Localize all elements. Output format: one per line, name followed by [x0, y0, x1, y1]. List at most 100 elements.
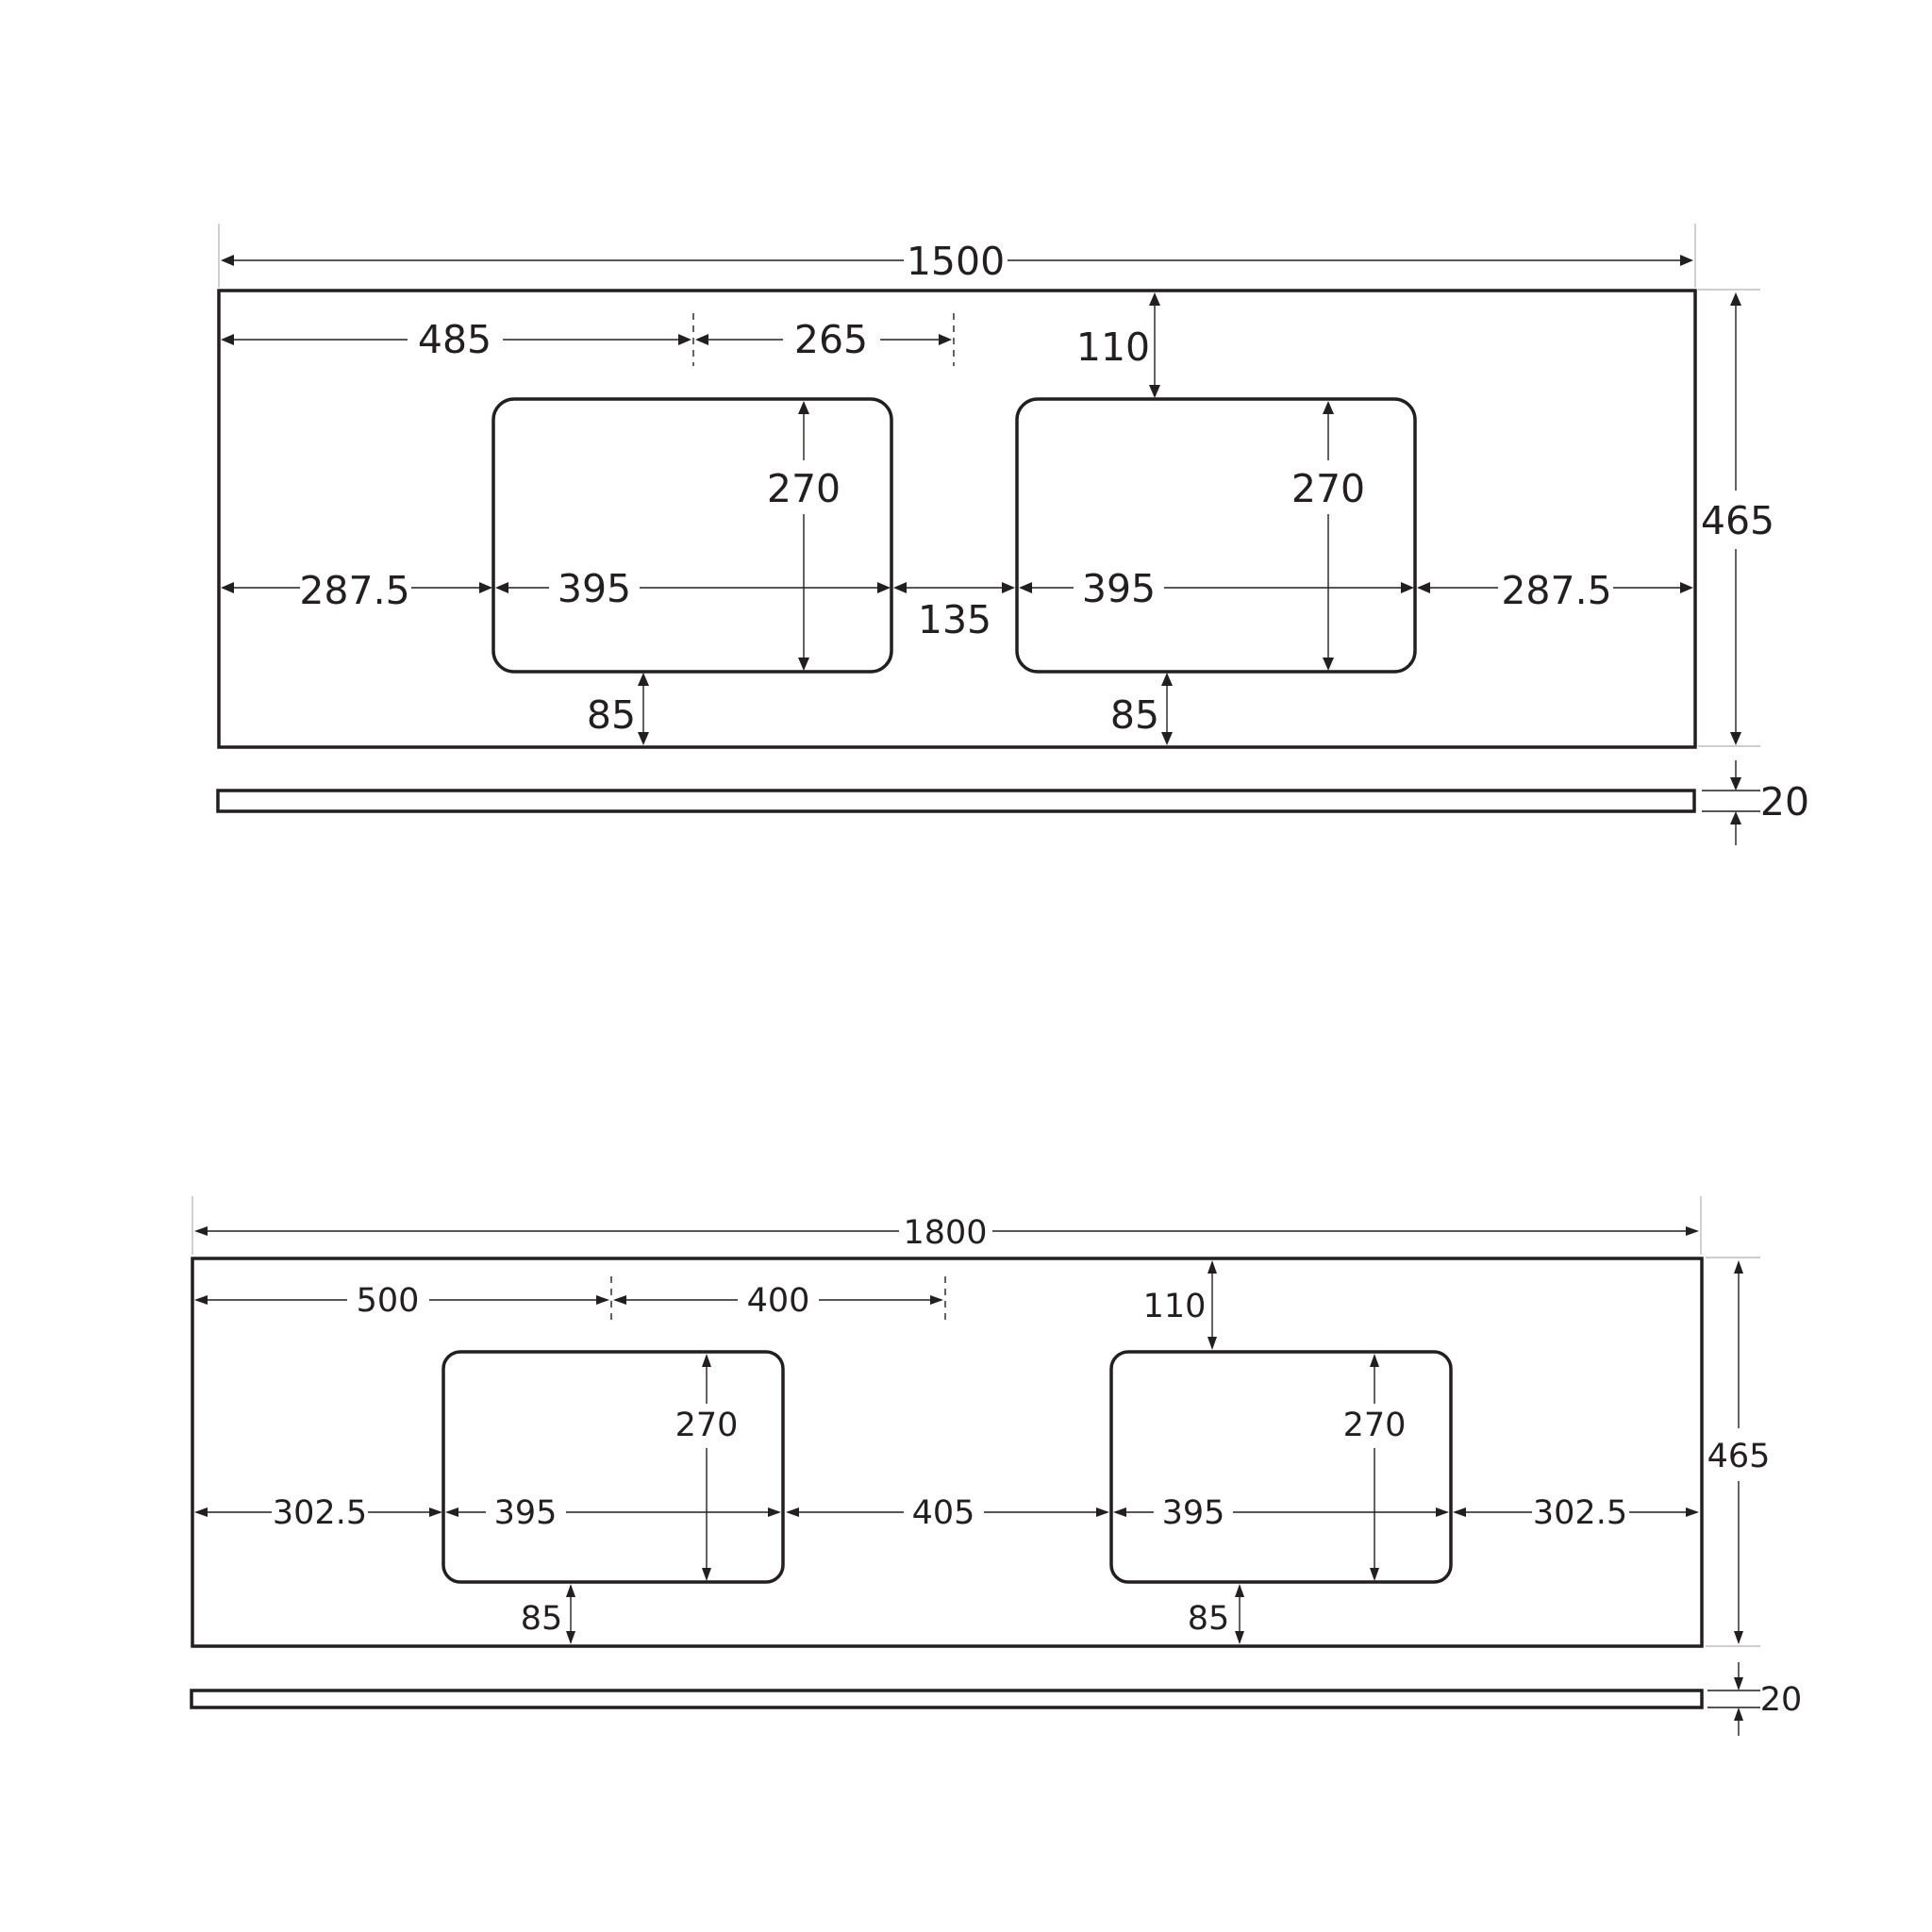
dim-basin2-depth: 270 [1343, 1407, 1407, 1444]
arrow-left-icon [893, 582, 907, 593]
arrow-down-icon [702, 1568, 711, 1581]
arrow-right-icon [1680, 255, 1693, 266]
arrow-up-icon [566, 1584, 575, 1597]
arrow-down-icon [1370, 1568, 1379, 1581]
arrow-up-icon [1734, 1707, 1743, 1721]
arrow-down-icon [1149, 385, 1160, 398]
countertop-profile [190, 1689, 1704, 1709]
arrow-left-icon [1019, 582, 1032, 593]
arrow-right-icon [479, 582, 492, 593]
dim-left-margin: 287.5 [299, 568, 409, 613]
dim-thickness: 20 [1760, 1681, 1803, 1719]
dim-overall-depth: 465 [1707, 1438, 1771, 1475]
vanity-top-1500-drawing: 1500 485 265 110 270 270 287.5 395 135 3… [216, 224, 1809, 845]
arrow-left-icon [194, 1507, 208, 1517]
arrow-left-icon [221, 255, 234, 266]
dim-left-margin: 302.5 [273, 1494, 367, 1532]
arrow-up-icon [702, 1354, 711, 1367]
arrow-left-icon [221, 582, 234, 593]
arrow-down-icon [1161, 732, 1173, 745]
arrow-right-icon [1401, 582, 1414, 593]
arrow-right-icon [429, 1507, 442, 1517]
dim-top-margin: 110 [1143, 1288, 1207, 1325]
dim-basin2-depth: 270 [1291, 466, 1365, 511]
arrow-right-icon [596, 1295, 609, 1305]
arrow-down-icon [1734, 1631, 1743, 1644]
arrow-right-icon [939, 334, 952, 345]
arrow-up-icon [1235, 1584, 1244, 1597]
arrow-up-icon [1323, 401, 1334, 414]
arrow-right-icon [1002, 582, 1015, 593]
arrow-up-icon [1208, 1260, 1217, 1274]
dim-left-to-centre: 500 [357, 1282, 420, 1320]
arrow-down-icon [1730, 777, 1741, 791]
arrow-left-icon [1113, 1507, 1126, 1517]
dim-right-margin: 302.5 [1533, 1494, 1627, 1532]
arrow-left-icon [194, 1226, 208, 1236]
dim-bottom-margin-1: 85 [587, 692, 636, 738]
dim-overall-width: 1800 [903, 1214, 987, 1252]
arrow-right-icon [1436, 1507, 1449, 1517]
dim-centre-half: 265 [794, 317, 868, 362]
arrow-right-icon [1680, 582, 1693, 593]
arrow-left-icon [221, 334, 234, 345]
dim-right-margin: 287.5 [1501, 568, 1611, 613]
arrow-up-icon [1149, 292, 1160, 306]
arrow-right-icon [1686, 1507, 1699, 1517]
arrow-left-icon [613, 1295, 626, 1305]
dim-bottom-margin-2: 85 [1110, 692, 1159, 738]
dim-gap-between: 405 [912, 1494, 975, 1532]
arrow-up-icon [1161, 673, 1173, 686]
dim-bottom-margin-2: 85 [1188, 1600, 1230, 1638]
countertop-outline [191, 1257, 1704, 1648]
countertop-outline [217, 289, 1697, 749]
arrow-left-icon [194, 1295, 208, 1305]
basin-cutout-left [441, 1350, 785, 1584]
arrow-up-icon [1734, 1260, 1743, 1274]
arrow-down-icon [1235, 1631, 1244, 1644]
arrow-right-icon [678, 334, 691, 345]
arrow-up-icon [638, 673, 649, 686]
arrow-left-icon [495, 582, 508, 593]
dim-centre-half: 400 [747, 1282, 810, 1320]
arrow-down-icon [638, 732, 649, 745]
dim-bottom-margin-1: 85 [521, 1600, 563, 1638]
dim-basin1-depth: 270 [767, 466, 841, 511]
dim-basin1-depth: 270 [675, 1407, 739, 1444]
arrow-down-icon [566, 1631, 575, 1644]
basin-cutout-left [491, 397, 893, 674]
arrow-up-icon [1730, 292, 1741, 306]
arrow-left-icon [445, 1507, 458, 1517]
dim-basin2-width: 395 [1162, 1494, 1225, 1532]
dim-top-margin: 110 [1076, 325, 1150, 370]
dim-basin2-width: 395 [1082, 566, 1156, 611]
dim-overall-depth: 465 [1701, 498, 1774, 543]
arrow-left-icon [1417, 582, 1430, 593]
countertop-profile [216, 789, 1696, 813]
arrow-right-icon [768, 1507, 781, 1517]
arrow-left-icon [1453, 1507, 1466, 1517]
arrow-right-icon [1096, 1507, 1109, 1517]
vanity-top-1800-drawing: 1800 500 400 110 270 270 302.5 395 405 3… [190, 1196, 1803, 1736]
dim-overall-width: 1500 [907, 239, 1005, 284]
basin-cutout-right [1015, 397, 1417, 674]
arrow-up-icon [798, 401, 809, 414]
dim-basin1-width: 395 [494, 1494, 558, 1532]
basin-cutout-right [1109, 1350, 1453, 1584]
arrow-right-icon [1686, 1226, 1699, 1236]
arrow-down-icon [1208, 1337, 1217, 1350]
arrow-down-icon [798, 658, 809, 671]
dim-gap-between: 135 [918, 597, 991, 642]
arrow-down-icon [1323, 658, 1334, 671]
arrow-up-icon [1370, 1354, 1379, 1367]
dim-left-to-centre: 485 [418, 317, 491, 362]
arrow-right-icon [877, 582, 891, 593]
arrow-up-icon [1730, 811, 1741, 824]
arrow-left-icon [695, 334, 708, 345]
dim-basin1-width: 395 [558, 566, 631, 611]
arrow-down-icon [1734, 1677, 1743, 1690]
arrow-right-icon [930, 1295, 943, 1305]
arrow-left-icon [786, 1507, 799, 1517]
arrow-down-icon [1730, 732, 1741, 745]
